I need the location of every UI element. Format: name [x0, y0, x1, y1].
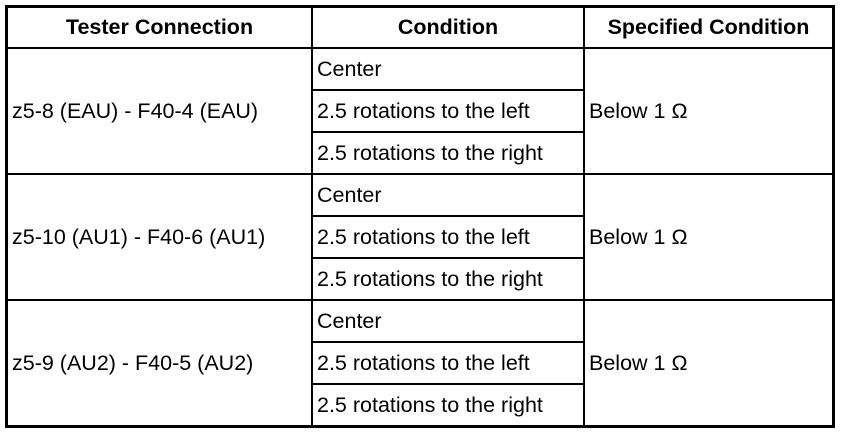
condition-cell: 2.5 rotations to the left: [311, 341, 585, 385]
header-row: Tester Connection Condition Specified Co…: [6, 6, 834, 49]
condition-cell: 2.5 rotations to the left: [311, 215, 585, 259]
header-condition: Condition: [311, 6, 585, 49]
tester-connection-cell: z5-10 (AU1) - F40-6 (AU1): [6, 173, 313, 301]
table-row: z5-9 (AU2) - F40-5 (AU2) Center Below 1 …: [6, 299, 834, 427]
table-row: 2.5 rotations to the left: [7, 341, 833, 385]
condition-cell: 2.5 rotations to the right: [311, 257, 585, 301]
tester-connection-cell: z5-8 (EAU) - F40-4 (EAU): [6, 47, 313, 175]
table-row: 2.5 rotations to the right: [7, 257, 833, 301]
condition-cell: 2.5 rotations to the left: [311, 89, 585, 133]
condition-cell: Center: [311, 173, 585, 217]
specified-condition-cell: Below 1 Ω: [583, 299, 834, 427]
condition-cell: Center: [311, 47, 585, 91]
condition-cell: 2.5 rotations to the right: [311, 131, 585, 175]
table-row: 2.5 rotations to the left: [7, 215, 833, 259]
condition-cell: Center: [311, 299, 585, 343]
condition-cell: 2.5 rotations to the right: [311, 383, 585, 427]
table-row: 2.5 rotations to the right: [7, 131, 833, 175]
table-row: 2.5 rotations to the right: [7, 383, 833, 427]
table-row: z5-8 (EAU) - F40-4 (EAU) Center Below 1 …: [6, 47, 834, 175]
resistance-spec-table: Tester Connection Condition Specified Co…: [5, 5, 835, 428]
header-specified-condition: Specified Condition: [583, 6, 834, 49]
header-tester-connection: Tester Connection: [6, 6, 313, 49]
specified-condition-cell: Below 1 Ω: [583, 47, 834, 175]
specified-condition-cell: Below 1 Ω: [583, 173, 834, 301]
table-row: 2.5 rotations to the left: [7, 89, 833, 133]
tester-connection-cell: z5-9 (AU2) - F40-5 (AU2): [6, 299, 313, 427]
table-row: z5-10 (AU1) - F40-6 (AU1) Center Below 1…: [6, 173, 834, 301]
